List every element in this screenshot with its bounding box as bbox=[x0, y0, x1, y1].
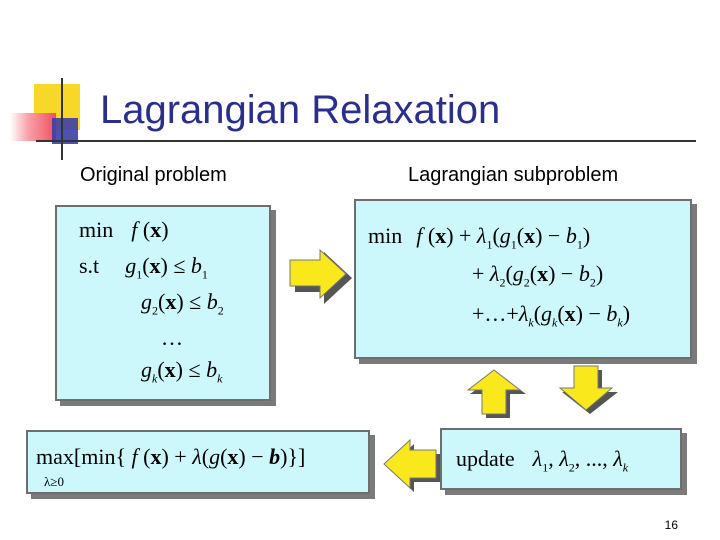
logo-square-red bbox=[10, 113, 56, 141]
update-box: update λ1, λ2, ..., λk bbox=[440, 428, 682, 490]
constraint-line-2: g2(x) ≤ b2 bbox=[141, 289, 224, 318]
slide-title: Lagrangian Relaxation bbox=[100, 88, 501, 132]
logo-square-blue bbox=[52, 118, 78, 144]
objective-line: min f (x) bbox=[79, 217, 169, 242]
dual-problem-box: max[min{ f (x) + λ(g(x) − b)}] λ≥0 bbox=[26, 430, 370, 494]
page-number: 16 bbox=[664, 518, 678, 532]
subject-to-keyword: s.t bbox=[79, 253, 100, 278]
title-underline bbox=[36, 140, 696, 142]
subproblem-line-k: +…+λk(gk(x) − bk) bbox=[472, 301, 631, 330]
update-expression: update λ1, λ2, ..., λk bbox=[456, 446, 629, 475]
left-arrow-icon bbox=[383, 438, 440, 492]
constraint-dots: … bbox=[161, 325, 183, 350]
min-keyword: min bbox=[79, 217, 114, 242]
subproblem-line-1: min f (x) + λ1(g1(x) − b1) bbox=[368, 223, 591, 252]
up-arrow-icon bbox=[466, 369, 526, 418]
logo-vertical-line bbox=[61, 78, 63, 160]
dual-expression: max[min{ f (x) + λ(g(x) − b)}] bbox=[36, 444, 306, 469]
original-problem-box: min f (x) s.t g1(x) ≤ b1 g2(x) ≤ b2 … gk… bbox=[55, 205, 271, 401]
lagrangian-subproblem-label: Lagrangian subproblem bbox=[408, 164, 619, 186]
original-problem-label: Original problem bbox=[80, 164, 227, 186]
lagrangian-subproblem-box: min f (x) + λ1(g1(x) − b1) + λ2(g2(x) − … bbox=[354, 199, 692, 359]
right-arrow-icon bbox=[289, 248, 352, 304]
subproblem-line-2: + λ2(g2(x) − b2) bbox=[472, 261, 604, 290]
dual-constraint: λ≥0 bbox=[44, 474, 64, 489]
min-keyword: min bbox=[368, 223, 403, 248]
constraint-line-1: s.t g1(x) ≤ b1 bbox=[79, 253, 208, 282]
down-arrow-icon bbox=[558, 365, 618, 414]
constraint-line-k: gk(x) ≤ bk bbox=[141, 357, 223, 386]
